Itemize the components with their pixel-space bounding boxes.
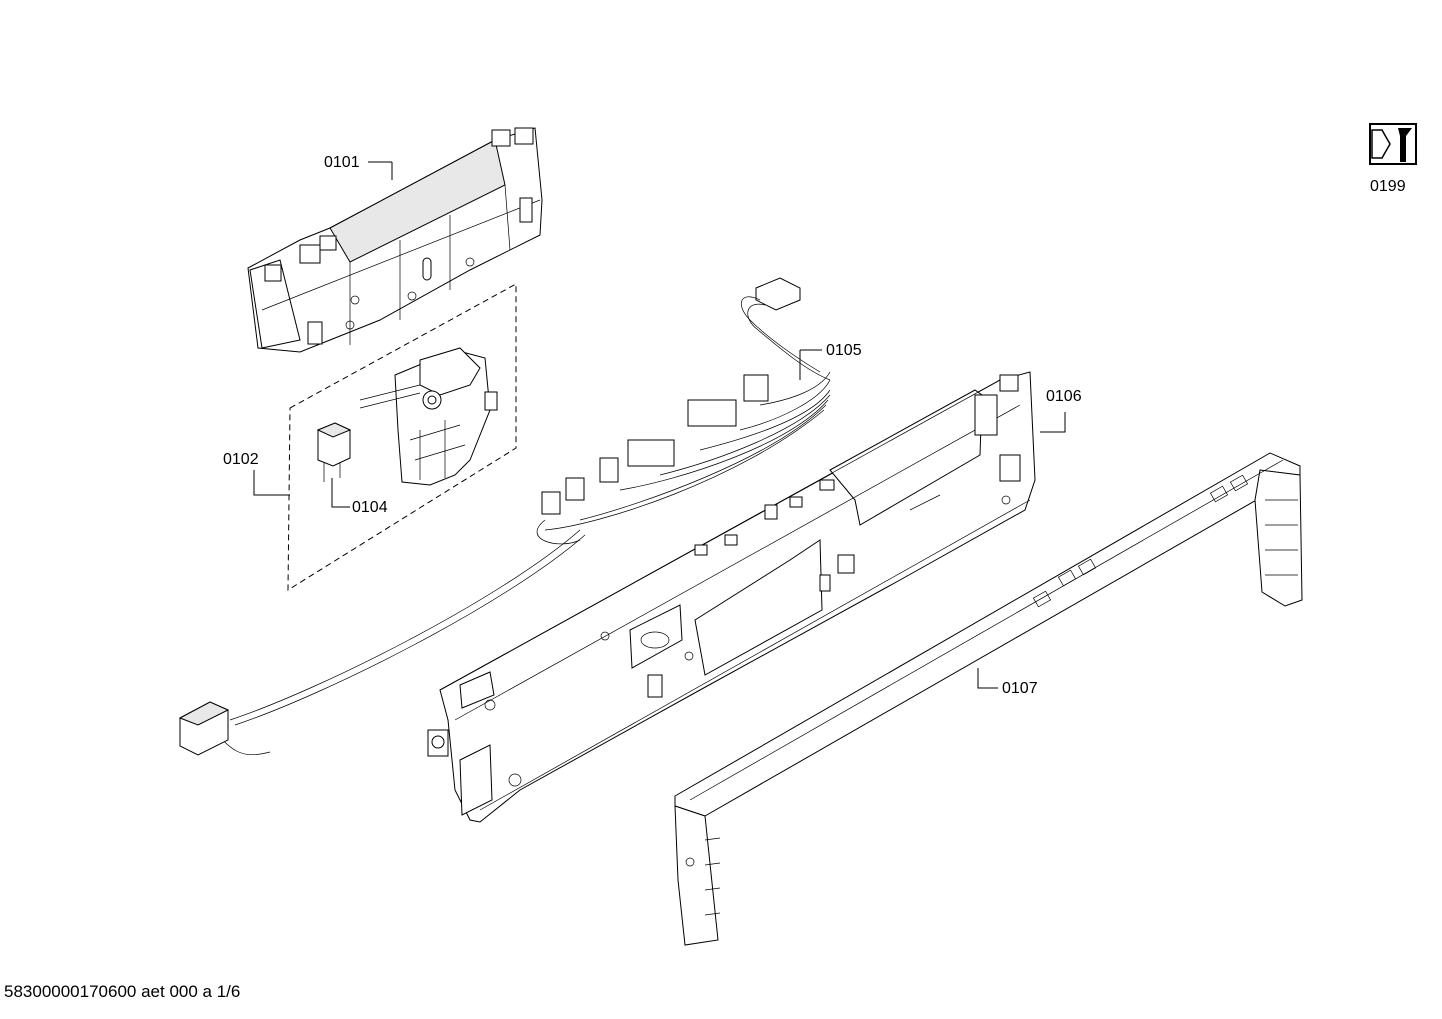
label-0107: 0107 xyxy=(1002,680,1038,697)
label-0101: 0101 xyxy=(324,154,360,171)
label-0106: 0106 xyxy=(1046,388,1082,405)
control-module-part xyxy=(247,127,543,353)
assembly-group-outline xyxy=(287,283,517,591)
panel-carrier-part xyxy=(427,371,1036,823)
wiring-harness-part xyxy=(178,277,831,756)
label-0105: 0105 xyxy=(826,342,862,359)
switch-mechanism-part xyxy=(359,347,498,486)
document-footer: 58300000170600 aet 000 a 1/6 xyxy=(4,982,241,1001)
label-0102: 0102 xyxy=(223,451,259,468)
capacitor-part xyxy=(316,422,352,482)
wrench-screw-icon xyxy=(1369,123,1417,165)
label-0104: 0104 xyxy=(352,499,388,516)
frame-strip-part xyxy=(674,452,1303,946)
label-0199: 0199 xyxy=(1370,178,1406,195)
